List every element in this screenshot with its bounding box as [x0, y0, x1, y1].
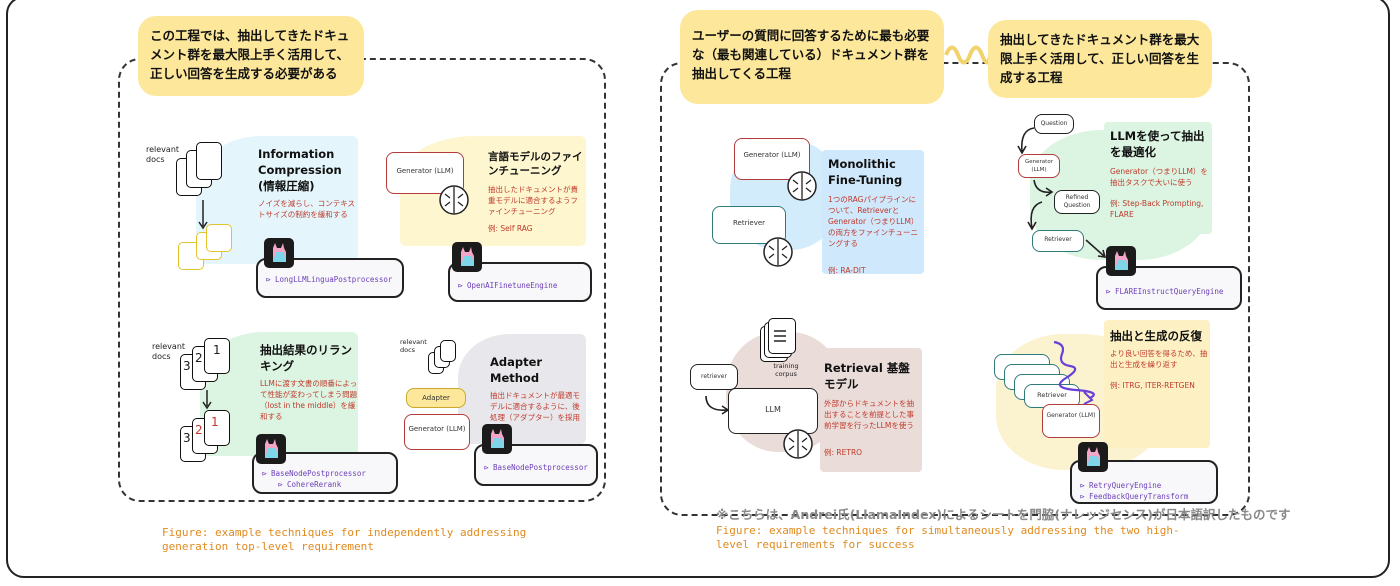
code-line: ⊳ CohereRerank: [278, 480, 342, 489]
flare-title: LLMを使って抽出を最適化: [1110, 129, 1205, 159]
reranking-text: 抽出結果のリランキング LLMに渡す文書の順番によって性能が変わってしまう問題（…: [260, 342, 358, 422]
iterative-title: 抽出と生成の反復: [1110, 329, 1202, 343]
retriever-box: Retriever: [712, 206, 786, 244]
adapter-panel: [458, 334, 586, 444]
doc-icon: 1: [204, 338, 230, 374]
finetuning-example: 例: Self RAG: [488, 224, 533, 233]
brain-icon: [787, 171, 817, 201]
llama-icon: [452, 242, 482, 272]
training-corpus-icon: [768, 318, 796, 354]
arrow-down-icon: [198, 200, 208, 230]
arrow-icon: [1085, 239, 1107, 258]
finetuning-title: 言語モデルのファインチューニング: [488, 151, 583, 177]
arrow-icon: [1033, 179, 1054, 197]
doc-icon: 1: [204, 410, 230, 446]
left-callout: この工程では、抽出してきたドキュメント群を最大限上手く活用して、正しい回答を生成…: [138, 16, 364, 96]
left-caption: Figure: example techniques for independe…: [162, 526, 527, 553]
compressed-doc-icon: [206, 224, 232, 252]
generator-box: Generator (LLM): [404, 414, 470, 450]
code-line: ⊳ BaseNodePostprocessor: [262, 469, 366, 478]
docs-label: relevant docs: [146, 145, 180, 164]
right-dashed-group: [660, 62, 1250, 516]
llama-icon: [482, 424, 512, 454]
reranking-desc: LLMに渡す文書の順番によって性能が変わってしまう問題（lost in the …: [260, 379, 358, 421]
retriever-box: Retriever: [1032, 230, 1084, 252]
llama-icon: [1106, 246, 1136, 276]
retrieval-base-panel: [820, 348, 922, 472]
doc-icon: [196, 142, 222, 180]
training-corpus-label: training corpus: [773, 362, 799, 378]
flare-text: LLMを使って抽出を最適化 Generator（つまりLLM）を抽出タスクで大い…: [1110, 128, 1210, 220]
brain-icon: [783, 429, 813, 459]
right-caption: Figure: example techniques for simultane…: [716, 524, 1180, 551]
doc-icon: [440, 340, 456, 362]
arrow-down-icon: [202, 390, 212, 410]
arrow-icon: [1017, 127, 1035, 155]
flare-panel: [1104, 122, 1212, 234]
llm-box: LLM: [728, 388, 818, 434]
info-compression-title: Information Compression (情報圧縮): [258, 147, 342, 193]
retrieval-base-desc: 外部からドキュメントを抽出することを前提とした事前学習を行ったLLMを使う: [824, 399, 914, 430]
monolithic-panel: [822, 150, 924, 274]
retrieval-base-text: Retrieval 基盤モデル 外部からドキュメントを抽出することを前提とした事…: [824, 360, 920, 458]
question-box: Question: [1034, 114, 1074, 134]
iterative-text: 抽出と生成の反復 より良い回答を得るため、抽出と生成を繰り返す 例: ITRG,…: [1110, 328, 1208, 391]
monolithic-example: 例: RA-DIT: [828, 266, 866, 275]
brain-icon: [763, 237, 793, 267]
right-callout-right: 抽出してきたドキュメント群を最大限上手く活用して、正しい回答を生成する工程: [988, 20, 1212, 98]
docs-label: relevant docs: [400, 338, 427, 354]
refined-question-box: Refined Question: [1054, 190, 1100, 214]
arrow-icon: [1027, 201, 1043, 231]
generator-box: Generator (LLM): [1018, 154, 1060, 178]
iterative-panel: [1104, 320, 1210, 448]
retrieval-base-example: 例: RETRO: [824, 448, 863, 457]
code-line: ⊳ FeedbackQueryTransform: [1080, 492, 1189, 501]
loop-arrow-icon: [1053, 340, 1095, 405]
llama-icon: [1078, 442, 1108, 472]
docs-label: relevant docs: [152, 342, 186, 361]
monolithic-text: Monolithic Fine-Tuning 1つのRAGパイプラインについて、…: [828, 156, 922, 276]
monolithic-title: Monolithic Fine-Tuning: [828, 157, 903, 187]
retrieval-base-title: Retrieval 基盤モデル: [824, 361, 910, 391]
reranking-title: 抽出結果のリランキング: [260, 343, 352, 373]
reranking-code: ⊳ BaseNodePostprocessor ⊳ CohereRerank: [252, 452, 398, 494]
generator-box: Generator (LLM): [1042, 404, 1100, 438]
adapter-box: Adapter: [406, 388, 466, 408]
iterative-desc: より良い回答を得るため、抽出と生成を繰り返す: [1110, 349, 1208, 369]
adapter-text: Adapter Method 抽出ドキュメントが最適モデルに適合するように、後処…: [490, 354, 584, 434]
monolithic-desc: 1つのRAGパイプラインについて、RetrieverとGenerator（つまり…: [828, 195, 919, 248]
flare-example: 例: Step-Back Prompting, FLARE: [1110, 199, 1204, 219]
llama-icon: [256, 434, 286, 464]
outer-frame: [6, 0, 1390, 578]
wave-connector-icon: [944, 45, 990, 65]
flare-desc: Generator（つまりLLM）を抽出タスクで大いに使う: [1110, 167, 1208, 187]
finetuning-text: 言語モデルのファインチューニング 抽出したドキュメントが貴重モデルに適合するよう…: [488, 150, 584, 234]
info-compression-desc: ノイズを減らし、コンテキストサイズの制約を緩和する: [258, 199, 356, 219]
llama-icon: [264, 238, 294, 268]
iterative-example: 例: ITRG, ITER-RETGEN: [1110, 381, 1195, 390]
brain-icon: [439, 185, 469, 215]
adapter-title: Adapter Method: [490, 355, 543, 385]
code-line: ⊳ RetryQueryEngine: [1080, 481, 1162, 490]
translation-note: ※こちらは、Andrei氏(LlamaIndex)によるシートを門脇(ナレッジセ…: [716, 507, 1291, 522]
info-compression-text: Information Compression (情報圧縮) ノイズを減らし、コ…: [258, 146, 358, 220]
finetuning-desc: 抽出したドキュメントが貴重モデルに適合するようファインチューニング: [488, 185, 578, 216]
retriever-box: retriever: [690, 364, 738, 390]
right-callout-left: ユーザーの質問に回答するために最も必要な（最も関連している）ドキュメント群を抽出…: [680, 10, 944, 104]
